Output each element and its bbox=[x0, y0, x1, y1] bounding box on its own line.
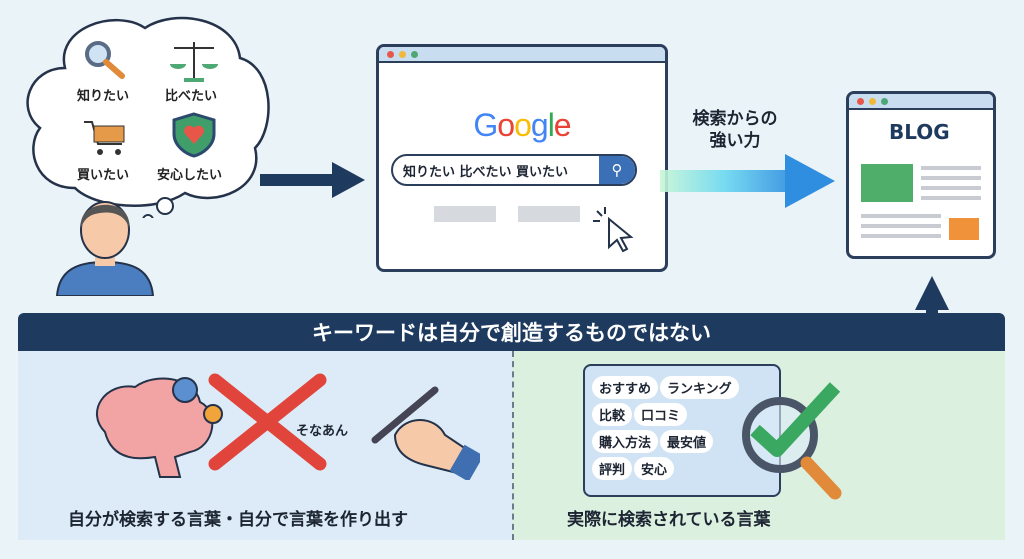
shield-heart-icon bbox=[172, 112, 216, 158]
blog-image bbox=[861, 164, 913, 202]
keyword-tag: ランキング bbox=[660, 376, 739, 399]
cloud-item-buy: 買いたい bbox=[77, 168, 130, 183]
search-button-placeholder[interactable] bbox=[434, 206, 496, 222]
force-label-line1: 検索からの bbox=[692, 109, 778, 129]
keyword-tag: 評判 bbox=[592, 457, 633, 480]
arrow-right-icon bbox=[260, 162, 365, 198]
cloud-item-relief: 安心したい bbox=[157, 168, 223, 183]
google-logo: Google bbox=[473, 107, 571, 143]
keyword-tag: 口コミ bbox=[634, 403, 688, 426]
cross-icon bbox=[208, 373, 327, 471]
keyword-tag: おすすめ bbox=[592, 376, 659, 399]
right-caption: 実際に検索されている言葉 bbox=[567, 510, 771, 530]
blog-title: BLOG bbox=[889, 120, 950, 144]
banner-title: キーワードは自分で創造するものではない bbox=[18, 313, 1005, 351]
cloud-item-know: 知りたい bbox=[77, 89, 130, 104]
glow-arrow-icon bbox=[660, 154, 835, 208]
keyword-tag: 比較 bbox=[592, 403, 633, 426]
search-bar[interactable]: 知りたい 比べたい 買いたい ⚲ bbox=[391, 154, 637, 186]
left-caption: 自分が検索する言葉・自分で言葉を作り出す bbox=[68, 510, 408, 530]
search-input[interactable]: 知りたい 比べたい 買いたい bbox=[403, 164, 569, 180]
scales-icon bbox=[170, 42, 218, 82]
thought-cloud bbox=[26, 16, 270, 218]
keyword-tag: 購入方法 bbox=[592, 430, 659, 453]
handwriting-text: そなあん bbox=[296, 424, 349, 439]
cart-icon bbox=[84, 121, 125, 155]
browser-titlebar bbox=[379, 47, 665, 63]
cursor-icon bbox=[593, 207, 634, 253]
writing-hand-icon bbox=[371, 386, 480, 480]
cloud-item-compare: 比べたい bbox=[165, 89, 218, 104]
browser-window: Google 知りたい 比べたい 買いたい ⚲ bbox=[376, 44, 668, 272]
search-icon[interactable]: ⚲ bbox=[599, 156, 635, 184]
blog-window: BLOG bbox=[846, 91, 996, 259]
brain-icon bbox=[95, 377, 223, 478]
person-avatar bbox=[55, 201, 155, 296]
force-label-line2: 強い力 bbox=[709, 131, 761, 151]
keyword-tag: 最安値 bbox=[660, 430, 714, 453]
lucky-button-placeholder[interactable] bbox=[518, 206, 580, 222]
magnifier-icon bbox=[85, 41, 125, 79]
magnifier-check-icon bbox=[742, 382, 842, 500]
keyword-tag: 安心 bbox=[634, 457, 675, 480]
